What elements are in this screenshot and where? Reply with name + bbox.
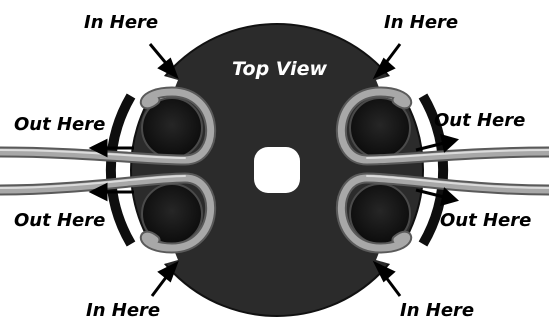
label-out-right-upper: Out Here	[434, 112, 525, 130]
label-out-left-upper: Out Here	[14, 116, 105, 134]
arrow-in-top-left	[150, 44, 176, 76]
label-in-top-right: In Here	[384, 14, 458, 32]
arrow-in-bottom-left	[152, 264, 176, 296]
label-in-bottom-left: In Here	[86, 302, 160, 320]
arrow-in-top-right	[376, 44, 400, 76]
label-out-right-lower: Out Here	[440, 212, 531, 230]
label-out-left-lower: Out Here	[14, 212, 105, 230]
title-top-view: Top View	[232, 60, 327, 79]
arrow-in-bottom-right	[376, 264, 400, 296]
center-hole	[254, 147, 300, 193]
label-in-top-left: In Here	[84, 14, 158, 32]
label-in-bottom-right: In Here	[400, 302, 474, 320]
